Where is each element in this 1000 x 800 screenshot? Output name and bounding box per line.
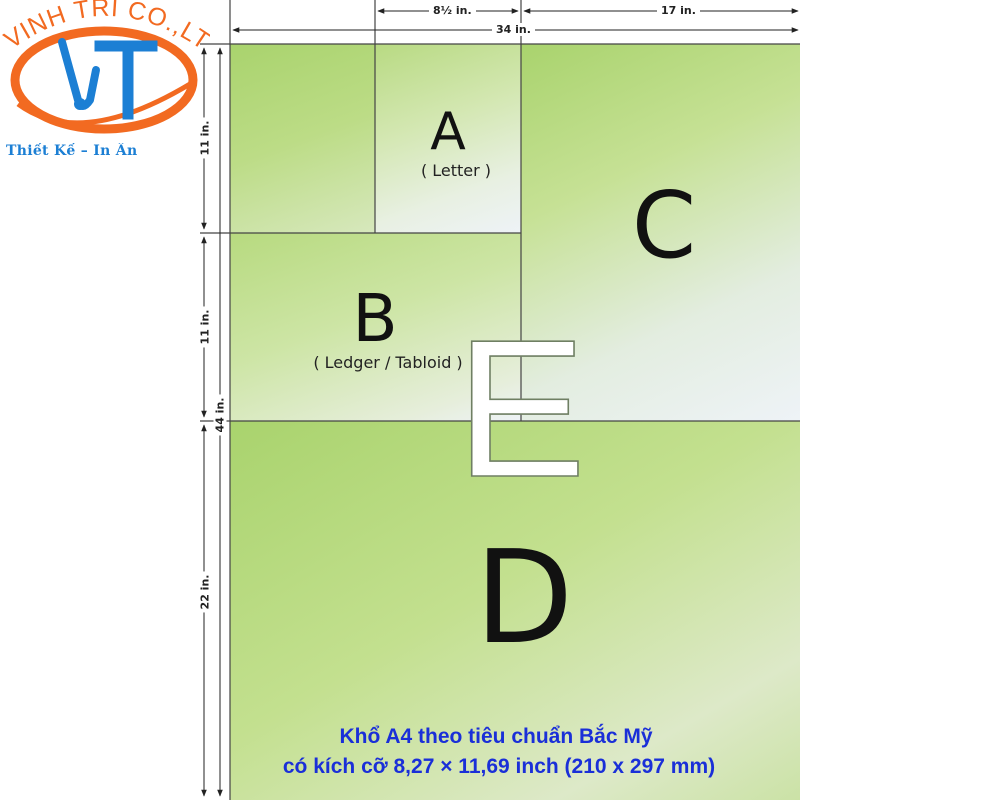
paper-d-panel	[230, 421, 800, 800]
paper-e-text: E	[465, 320, 580, 485]
paper-e-letter: E	[465, 320, 580, 485]
letter-width-label: 8½ in.	[429, 4, 476, 17]
logo-dot	[74, 98, 86, 110]
paper-d-letter: D	[474, 524, 574, 673]
logo-t	[94, 40, 158, 120]
d-height-label: 22 in.	[198, 571, 212, 613]
brand-tagline: Thiết Kế – In Ấn	[6, 143, 138, 159]
half-width-label: 17 in.	[657, 4, 700, 17]
full-width-label: 34 in.	[492, 23, 535, 36]
paper-b-label: ( Ledger / Tabloid )	[313, 353, 463, 372]
caption-line-2: có kích cỡ 8,27 × 11,69 inch (210 x 297 …	[282, 755, 716, 778]
full-height-label: 44 in.	[213, 394, 227, 436]
company-logo: VINH TRI CO.,LTD	[0, 0, 210, 134]
paper-b-letter: B	[352, 280, 398, 357]
paper-a-letter: A	[430, 102, 466, 162]
logo-v	[58, 38, 100, 110]
logo-swoosh	[16, 81, 192, 126]
caption-line-1: Khổ A4 theo tiêu chuẩn Bắc Mỹ	[339, 725, 653, 748]
paper-c-letter: C	[631, 172, 697, 279]
paper-b-panel	[230, 233, 521, 421]
paper-a-label: ( Letter )	[420, 161, 492, 180]
logo-ring	[10, 26, 198, 134]
paper-top-left-panel	[230, 44, 375, 233]
paper-a-panel	[375, 44, 521, 233]
paper-c-panel	[521, 44, 800, 421]
b-height-label: 11 in.	[198, 306, 212, 348]
